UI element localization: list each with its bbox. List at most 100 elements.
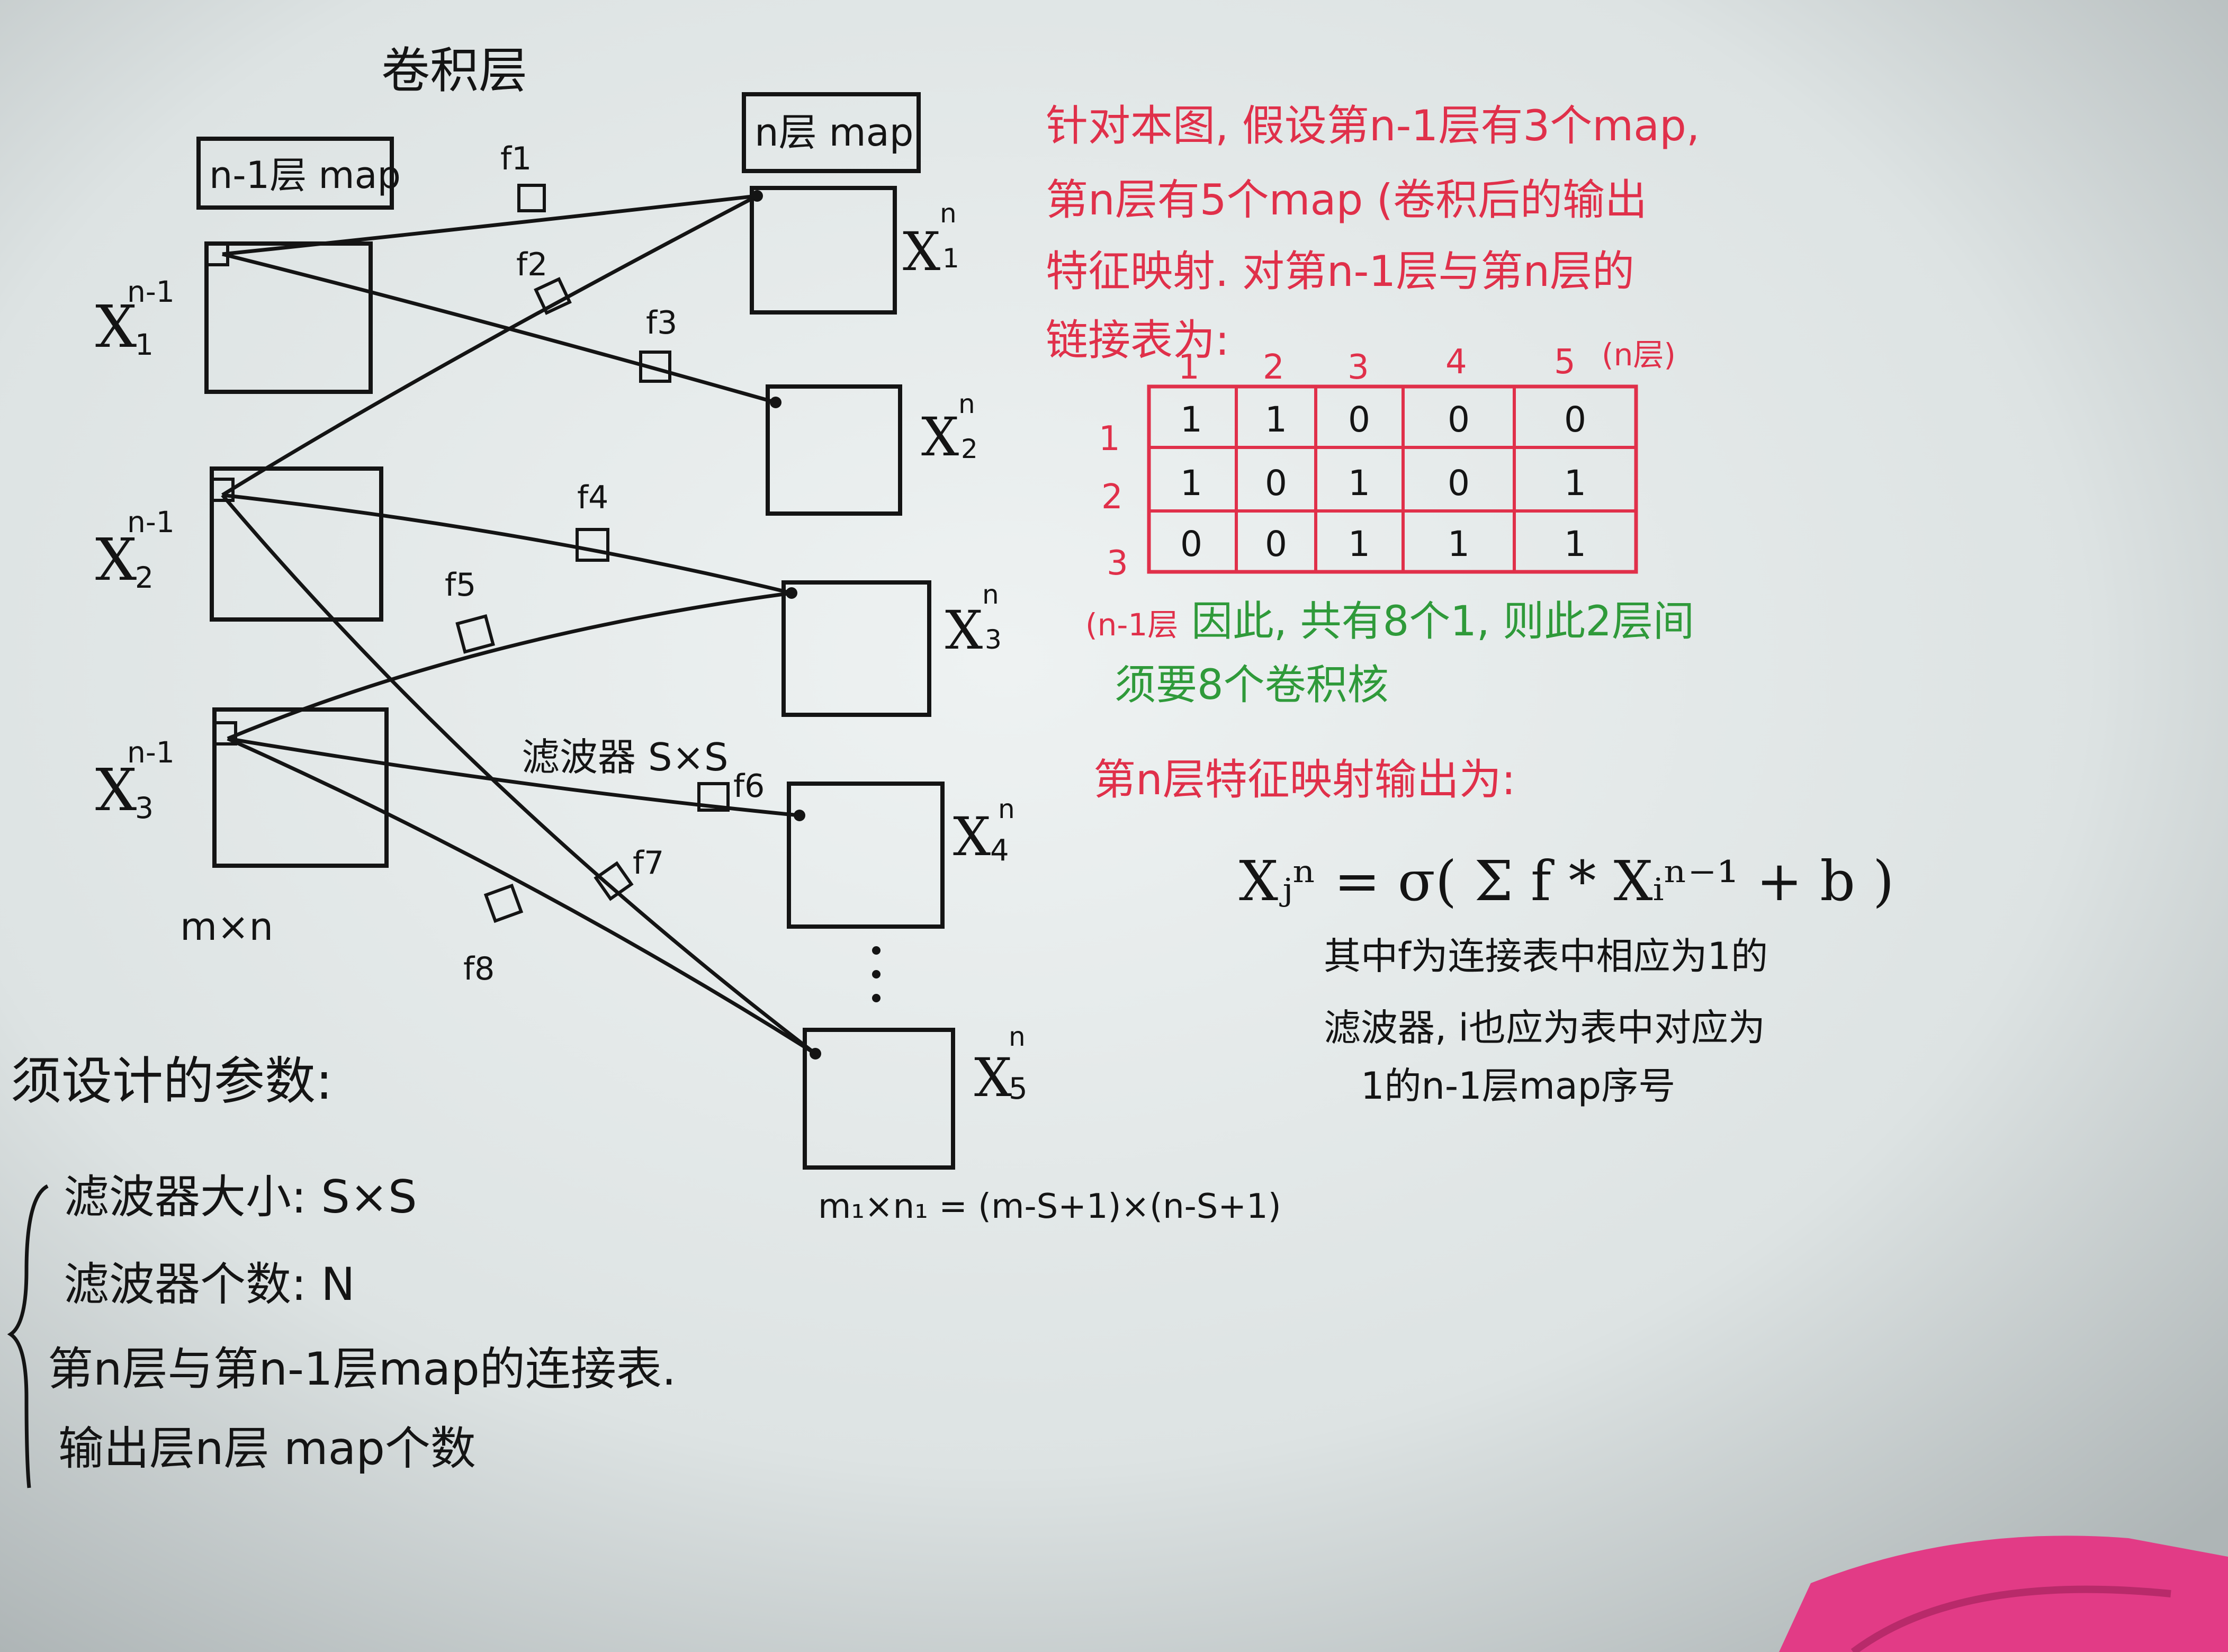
filter-f3: f3	[639, 304, 677, 383]
svg-text:n层 map: n层 map	[754, 110, 913, 155]
next-map-3	[781, 580, 931, 717]
filter-f1: f1	[500, 140, 546, 212]
output-size-label: m₁×n₁ = (m-S+1)×(n-S+1)	[818, 1187, 1281, 1226]
green-note-line-2: 须要8个卷积核	[1115, 661, 1389, 709]
table-col-header-4: 4	[1445, 343, 1467, 382]
svg-text:X: X	[95, 526, 137, 594]
next-map-label-2: X n 2	[921, 389, 978, 468]
params-item-2: 滤波器个数: N	[64, 1258, 355, 1311]
connection-line-5	[221, 493, 817, 1055]
table-cell: 1	[1564, 524, 1586, 564]
formula-note-line-2: 滤波器, i也应为表中对应为	[1324, 1006, 1765, 1049]
svg-text:X: X	[953, 806, 991, 868]
svg-text:n-1: n-1	[127, 505, 175, 539]
svg-text:f7: f7	[633, 845, 664, 882]
svg-text:f5: f5	[445, 567, 476, 604]
next-map-label-1: X n 1	[903, 198, 959, 283]
svg-text:f8: f8	[463, 950, 495, 987]
svg-text:5: 5	[1009, 1072, 1028, 1106]
params-item-3: 第n层与第n-1层map的连接表.	[48, 1343, 676, 1396]
table-cell: 1	[1448, 524, 1470, 564]
svg-text:X: X	[921, 406, 959, 468]
table-col-header-3: 3	[1347, 348, 1369, 387]
prev-map-label-1: X n-1 1	[95, 275, 175, 362]
table-cell: 0	[1265, 524, 1287, 564]
table-cell: 1	[1348, 463, 1370, 504]
table-cell: 0	[1180, 524, 1202, 564]
next-map-label-3: X n 3	[945, 579, 1002, 661]
table-col-header-1: 1	[1178, 348, 1200, 387]
table-cell: 1	[1180, 463, 1202, 504]
formula-title: 第n层特征映射输出为:	[1093, 755, 1516, 804]
table-col-header-5: 5	[1554, 343, 1576, 382]
table-cell: 1	[1348, 524, 1370, 564]
svg-text:2: 2	[135, 561, 154, 595]
connection-line-6	[227, 591, 792, 741]
svg-text:X: X	[95, 293, 137, 361]
connection-line-2	[222, 252, 776, 405]
red-note-line-1: 针对本图, 假设第n-1层有3个map,	[1046, 101, 1700, 150]
svg-text:4: 4	[990, 833, 1009, 868]
next-layer-label: n层 map	[742, 92, 921, 173]
table-cell: 0	[1265, 463, 1287, 504]
formula-note: 其中f为连接表中相应为1的 滤波器, i也应为表中对应为 1的n-1层map序号	[1324, 935, 1768, 1108]
next-map-4	[787, 782, 945, 929]
svg-text:X: X	[945, 599, 983, 661]
params-brace	[7, 1184, 49, 1488]
red-note-line-3: 特征映射. 对第n-1层与第n层的	[1046, 247, 1634, 296]
svg-text:n-1: n-1	[127, 275, 175, 309]
connection-table: 1 2 3 4 5 (n层) 1 2 3 (n-1层 1 1 0 0 0 1 0…	[1085, 337, 1676, 643]
prev-layer-label: n-1层 map	[196, 137, 401, 210]
filter-f2: f2	[516, 246, 572, 315]
formula-note-line-3: 1的n-1层map序号	[1361, 1064, 1675, 1108]
table-cell: 1	[1180, 399, 1202, 440]
input-size-label: m×n	[180, 904, 273, 949]
next-map-label-4: X n 4	[953, 794, 1015, 868]
params-title: 须设计的参数:	[11, 1052, 333, 1111]
formula: Xⱼⁿ = σ( Σ f * Xᵢⁿ⁻¹ + b )	[1239, 849, 1894, 913]
filter-f7: f7	[594, 845, 664, 901]
prev-map-label-2: X n-1 2	[95, 505, 175, 595]
svg-text:1: 1	[135, 328, 154, 362]
svg-text:X: X	[974, 1047, 1012, 1109]
svg-text:f2: f2	[516, 246, 547, 283]
prev-map-label-3: X n-1 3	[95, 735, 175, 825]
svg-text:X: X	[95, 756, 137, 824]
svg-text:f1: f1	[500, 140, 532, 177]
table-cell: 1	[1564, 463, 1586, 504]
svg-text:1: 1	[942, 243, 959, 274]
connection-line-7	[227, 737, 800, 818]
formula-note-line-1: 其中f为连接表中相应为1的	[1324, 935, 1768, 978]
table-col-axis: (n层)	[1602, 337, 1676, 373]
next-map-label-5: X n 5	[974, 1021, 1028, 1109]
connection-line-4	[222, 493, 792, 595]
svg-text:n-1层 map: n-1层 map	[209, 154, 401, 197]
params-item-1: 滤波器大小: S×S	[64, 1171, 417, 1224]
connection-line-8	[227, 737, 816, 1055]
table-col-header-2: 2	[1263, 348, 1284, 387]
table-cell: 0	[1448, 399, 1470, 440]
svg-text:n: n	[958, 389, 975, 419]
svg-text:X: X	[903, 221, 940, 283]
red-note: 针对本图, 假设第n-1层有3个map, 第n层有5个map (卷积后的输出 特…	[1046, 101, 1700, 365]
svg-text:f6: f6	[733, 768, 765, 805]
svg-text:f4: f4	[577, 479, 608, 516]
table-cell: 0	[1348, 399, 1370, 440]
svg-text:f3: f3	[646, 304, 677, 342]
svg-text:n: n	[940, 198, 957, 229]
table-row-header-3: 3	[1107, 544, 1128, 583]
page-title: 卷积层	[381, 42, 527, 99]
table-cell: 1	[1265, 399, 1287, 440]
green-note: 因此, 共有8个1, 则此2层间 须要8个卷积核	[1115, 598, 1694, 709]
params-item-4: 输出层n层 map个数	[58, 1422, 476, 1475]
next-map-2	[766, 384, 902, 516]
filter-size-note: 滤波器 S×S	[522, 735, 729, 779]
connection-line-1	[222, 194, 758, 256]
filter-f5: f5	[445, 567, 495, 654]
table-cell: 0	[1564, 399, 1586, 440]
svg-text:n: n	[1009, 1021, 1026, 1052]
ellipsis-dots	[872, 946, 881, 1002]
svg-text:n: n	[998, 794, 1015, 824]
filter-f8: f8	[463, 883, 524, 987]
